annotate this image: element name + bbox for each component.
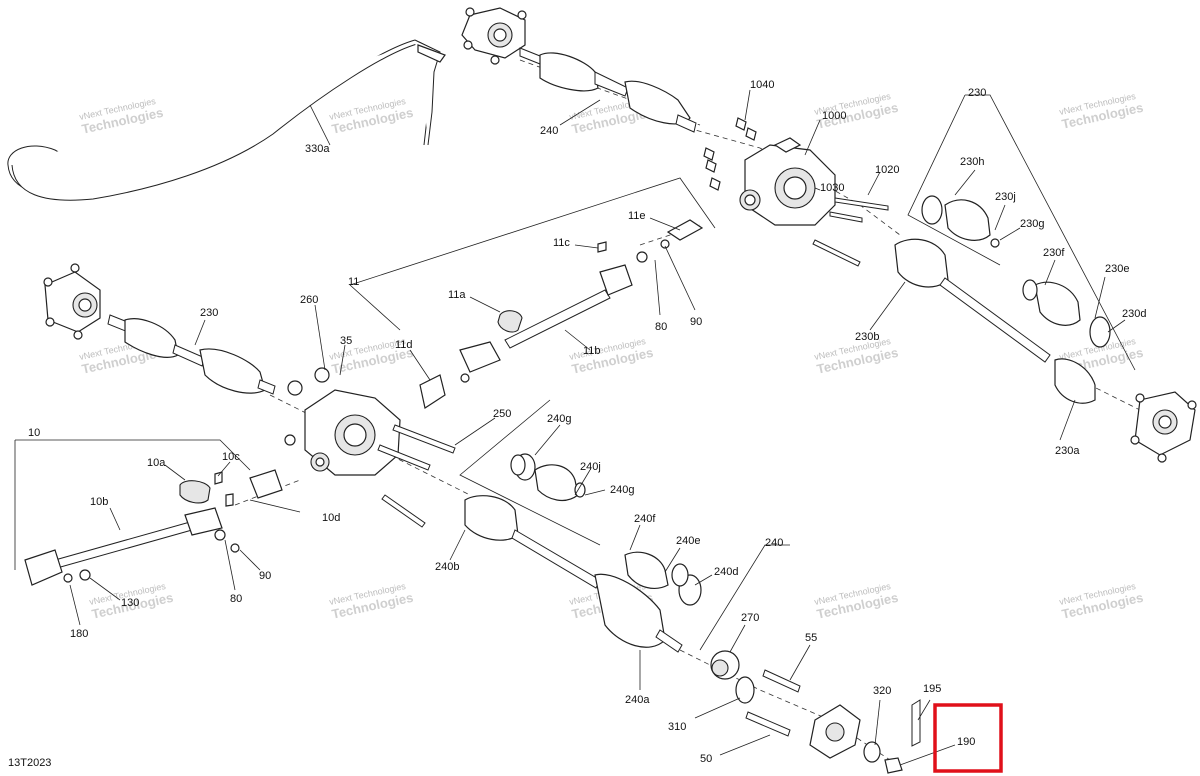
callout-11: 11 [348,276,359,288]
group-brackets [14,94,1136,651]
diagram-code: 13T2023 [8,757,51,769]
callout-10a: 10a [147,457,166,469]
drive-shaft-230-right [894,195,1111,404]
callout-230-group: 230 [968,87,986,99]
drive-shaft-230-left [107,314,276,395]
callout-labels: 330a 240 1040 1000 1020 1030 230 230h 23… [8,79,1146,769]
callout-230f: 230f [1043,247,1065,259]
callout-10: 10 [28,427,40,439]
differential-1000 [739,137,836,226]
callout-240g-second: 240g [610,484,634,496]
callout-230h: 230h [960,156,984,168]
callout-1030: 1030 [820,182,844,194]
callout-230g: 230g [1020,218,1044,230]
callout-35: 35 [340,335,352,347]
callout-195: 195 [923,683,941,695]
callout-230a: 230a [1055,445,1080,457]
highlight-box-190 [933,703,1003,773]
callout-10b: 10b [90,496,108,508]
front-propeller-shaft-10 [24,469,283,586]
callout-230e: 230e [1105,263,1129,275]
callout-50: 50 [700,753,712,765]
callout-10c: 10c [222,451,240,463]
callout-11a: 11a [448,289,466,301]
callout-11b: 11b [583,345,601,357]
callout-11e: 11e [628,210,646,222]
wiring-harness-330a [7,39,446,201]
callout-190: 190 [957,736,975,748]
callout-10d: 10d [322,512,340,524]
callout-1020: 1020 [875,164,899,176]
drive-shaft-240-upper [519,47,697,133]
callout-11d: 11d [395,339,413,351]
bearing-hub-bottom [710,650,921,774]
left-hub-assembly [43,263,101,340]
callout-1040: 1040 [750,79,774,91]
studs-1020 [812,197,889,267]
callout-230d: 230d [1122,308,1146,320]
callout-240e: 240e [676,535,700,547]
callout-90-upper: 90 [690,316,702,328]
callout-90-lower: 90 [259,570,271,582]
callout-310: 310 [668,721,686,733]
callout-240d: 240d [714,566,738,578]
callout-1000: 1000 [822,110,846,122]
callout-230j: 230j [995,191,1016,203]
callout-230b: 230b [855,331,879,343]
callout-270: 270 [741,612,759,624]
callout-320: 320 [873,685,891,697]
callout-55: 55 [805,632,817,644]
upper-hub-assembly [461,7,527,65]
callout-240f: 240f [634,513,656,525]
bolts-1040 [703,117,757,191]
callout-80-lower: 80 [230,593,242,605]
callout-80-upper: 80 [655,321,667,333]
leader-lines [69,89,1126,766]
callout-240a: 240a [625,694,650,706]
callout-130: 130 [121,597,139,609]
callout-240j: 240j [580,461,601,473]
callout-180: 180 [70,628,88,640]
callout-230: 230 [200,307,218,319]
callout-260: 260 [300,294,318,306]
callout-240b: 240b [435,561,459,573]
callout-11c: 11c [553,237,570,249]
callout-240: 240 [540,125,558,137]
callout-250: 250 [493,408,511,420]
callout-240-group: 240 [765,537,783,549]
propeller-shaft-11 [419,219,704,409]
right-hub-assembly [1130,391,1197,463]
drive-shaft-240-lower [464,453,702,653]
callout-330a: 330a [305,143,330,155]
callout-240g: 240g [547,413,571,425]
front-differential [284,367,456,528]
